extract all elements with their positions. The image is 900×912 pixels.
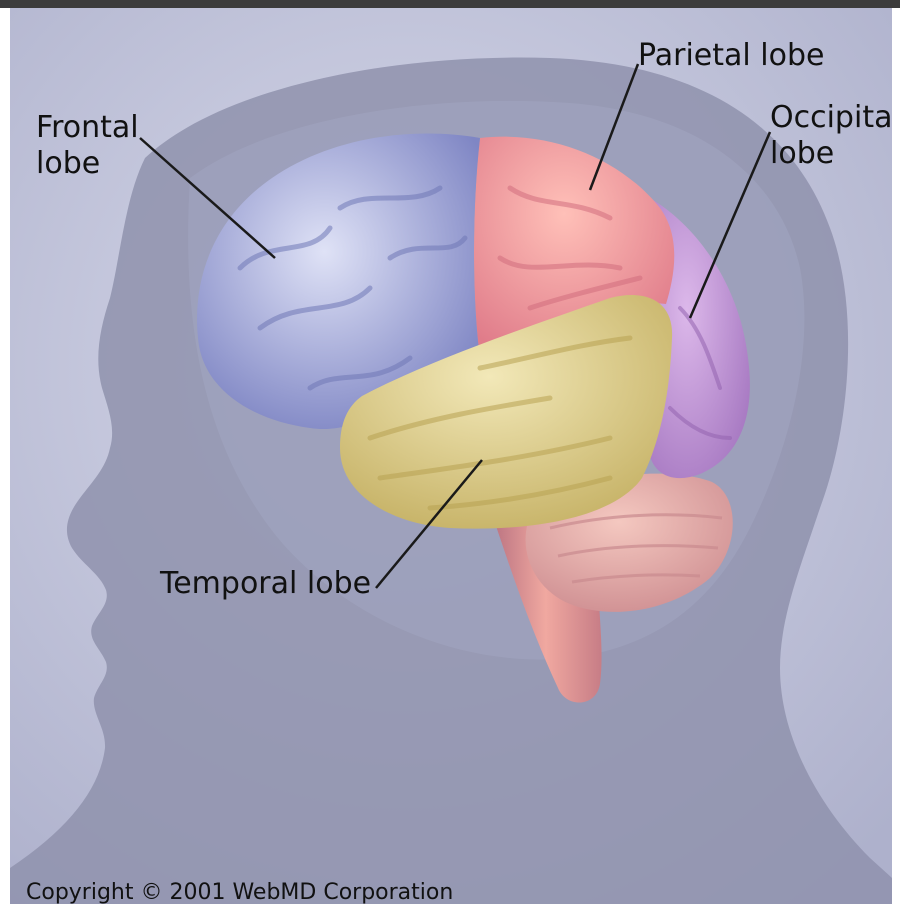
frontal-label-line2: lobe bbox=[36, 146, 139, 182]
frontal-label-line1: Frontal bbox=[36, 110, 139, 146]
brain-illustration: Frontal lobe Parietal lobe Occipital lob… bbox=[10, 8, 892, 904]
frontal-lobe-label: Frontal lobe bbox=[36, 110, 139, 182]
occipital-label-line1: Occipital bbox=[770, 100, 892, 136]
brain-diagram-svg bbox=[10, 8, 892, 904]
temporal-lobe-label: Temporal lobe bbox=[160, 566, 371, 602]
top-border bbox=[0, 0, 900, 8]
occipital-label-line2: lobe bbox=[770, 136, 892, 172]
copyright-notice: Copyright © 2001 WebMD Corporation bbox=[26, 880, 453, 904]
parietal-lobe-label: Parietal lobe bbox=[638, 38, 824, 74]
occipital-lobe-label: Occipital lobe bbox=[770, 100, 892, 172]
